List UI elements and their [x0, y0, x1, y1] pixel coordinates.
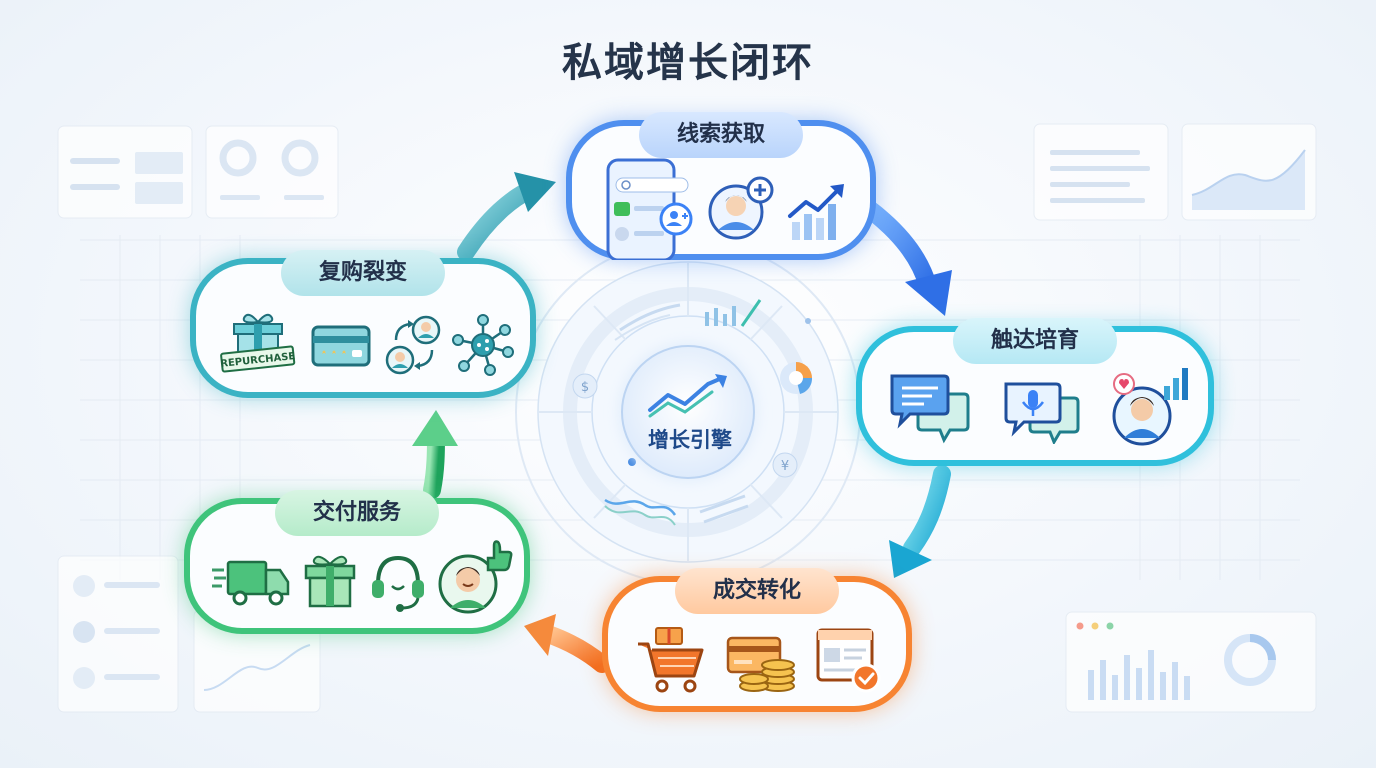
stage-label: 成交转化 — [674, 568, 840, 614]
phone-search-icon — [606, 158, 693, 260]
stage-reach-nurture[interactable]: 触达培育 — [856, 318, 1214, 466]
stage-delivery-service[interactable]: 交付服务 — [184, 490, 530, 634]
headset-icon — [372, 555, 424, 612]
growth-chart-icon — [788, 184, 844, 240]
decor-panel-bottom-left — [57, 555, 321, 713]
shopping-cart-icon — [638, 627, 704, 693]
engine-core — [618, 342, 758, 482]
stage-label: 触达培育 — [952, 318, 1118, 364]
arrow-deliver-to-repurchase — [412, 410, 458, 499]
stage-lead-acquisition[interactable]: 线索获取 — [566, 112, 876, 260]
share-network-icon — [452, 314, 514, 376]
order-confirmed-icon — [816, 628, 881, 693]
voice-message-icon — [1004, 382, 1080, 444]
chat-bubbles-icon — [890, 374, 970, 444]
stage-label: 线索获取 — [638, 112, 804, 158]
liked-user-icon — [1112, 368, 1188, 446]
stage-repurchase-fission[interactable]: 复购裂变 REPURCHASE — [190, 250, 536, 398]
decor-panel-top-right — [1033, 123, 1317, 221]
arrow-convert-to-deliver — [524, 614, 611, 673]
gift-box-icon — [304, 555, 356, 608]
stage-deal-conversion[interactable]: 成交转化 — [602, 568, 912, 712]
thumbs-up-user-icon — [438, 540, 513, 614]
svg-text:¥: ¥ — [781, 459, 789, 474]
membership-card-icon — [311, 325, 371, 367]
delivery-truck-icon — [212, 560, 290, 606]
arrow-repurchase-to-lead — [457, 172, 556, 261]
repurchase-gift-icon: REPURCHASE — [220, 313, 296, 373]
arrow-lead-to-nurture — [859, 199, 952, 316]
arrow-nurture-to-convert — [889, 465, 951, 578]
stage-label: 交付服务 — [274, 490, 440, 536]
decor-panel-top-left — [57, 125, 339, 219]
diagram-title: 私域增长闭环 — [562, 40, 814, 86]
card-coins-icon — [726, 636, 795, 692]
decor-panel-bottom-right — [1065, 611, 1317, 713]
svg-text:$: $ — [581, 380, 589, 395]
referral-icon — [385, 315, 441, 375]
engine-label: 增长引擎 — [648, 428, 732, 452]
add-user-icon — [708, 176, 774, 240]
stage-label: 复购裂变 — [280, 250, 446, 296]
